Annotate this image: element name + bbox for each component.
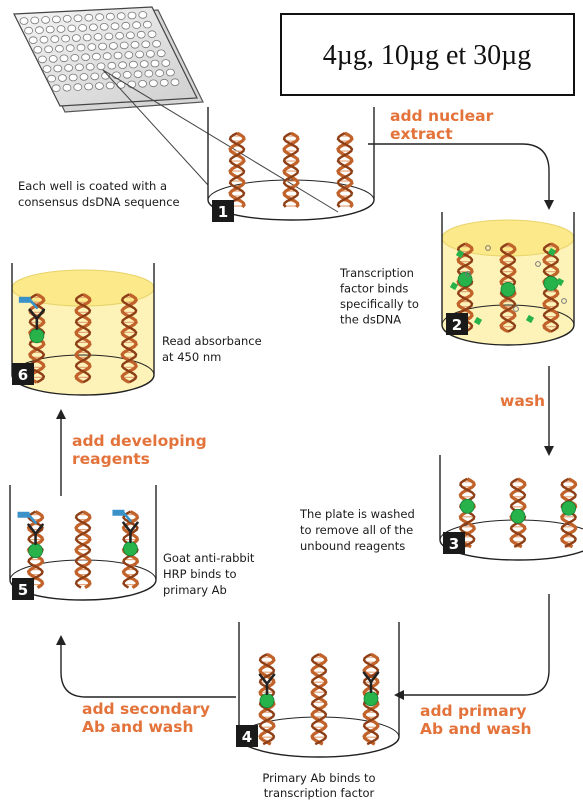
arrow-1-to-2: [368, 143, 554, 210]
step-caption: unbound reagents: [300, 539, 405, 553]
step-caption: transcription factor: [264, 786, 375, 800]
transcription-factor-icon: [28, 543, 43, 559]
well-6: 6: [11, 263, 155, 396]
dna-helix-icon: [310, 652, 328, 746]
step-caption: specifically to: [340, 297, 419, 311]
step-number: 2: [452, 316, 462, 334]
step-caption: HRP binds to: [163, 567, 237, 581]
step-caption: consensus dsDNA sequence: [18, 195, 180, 209]
step-caption: Read absorbance: [162, 334, 262, 348]
step-caption: the dsDNA: [340, 313, 401, 327]
transcription-factor-icon: [363, 691, 379, 707]
doses-text: 4µg, 10µg et 30µg: [323, 40, 532, 71]
arrow-4-to-5: [56, 635, 236, 698]
primary-antibody-icon: [122, 521, 139, 544]
dna-helix-icon: [282, 131, 300, 209]
primary-antibody-icon: [27, 523, 44, 546]
step-number: 1: [218, 203, 228, 221]
step-caption: Primary Ab binds to: [262, 771, 375, 785]
step-caption: Goat anti-rabbit: [163, 551, 255, 565]
well-5: 5: [9, 485, 157, 601]
secondary-antibody-icon: [18, 296, 39, 310]
transcription-factor-icon: [543, 276, 559, 291]
step-caption: to remove all of the: [300, 523, 413, 537]
dna-helix-icon: [120, 292, 138, 384]
dna-helix-icon: [336, 131, 354, 209]
action-label: add nuclear: [390, 107, 494, 125]
action-label: add secondary: [82, 700, 210, 718]
microplate-icon: [13, 6, 204, 113]
primary-antibody-icon: [258, 673, 276, 696]
action-label: add primary: [420, 702, 526, 720]
step-caption: primary Ab: [163, 583, 227, 597]
step-number: 5: [18, 581, 28, 599]
well-2: 2: [441, 212, 575, 346]
action-label: Ab and wash: [82, 718, 194, 736]
action-label: reagents: [72, 450, 150, 468]
action-label: add developing: [72, 432, 207, 450]
step-number: 4: [242, 728, 252, 746]
dna-helix-icon: [228, 131, 246, 209]
step-number: 6: [18, 366, 28, 384]
action-label: wash: [500, 392, 545, 410]
well-4: 4: [236, 622, 400, 758]
transcription-factor-icon: [259, 693, 275, 709]
secondary-antibody-icon: [112, 509, 132, 523]
step-number: 3: [449, 535, 459, 553]
step-caption: Each well is coated with a: [18, 179, 167, 193]
secondary-antibody-icon: [17, 511, 37, 525]
transcription-factor-icon: [123, 541, 138, 557]
action-label: extract: [390, 125, 453, 143]
dna-helix-icon: [74, 292, 92, 384]
dna-helix-icon: [74, 510, 92, 589]
step-caption: The plate is washed: [299, 507, 415, 521]
doses-box: 4µg, 10µg et 30µg: [280, 13, 575, 96]
transcription-factor-icon: [510, 508, 526, 524]
transcription-factor-icon: [459, 498, 475, 514]
transcription-factor-icon: [561, 500, 577, 516]
transcription-factor-icon: [500, 282, 516, 297]
step-caption: Transcription: [339, 266, 414, 280]
well-1: 1: [207, 107, 375, 222]
action-label: Ab and wash: [420, 720, 532, 738]
primary-antibody-icon: [362, 671, 380, 694]
step-caption: factor binds: [340, 282, 408, 296]
step-caption: at 450 nm: [162, 350, 221, 364]
well-3: 3: [439, 455, 583, 561]
primary-antibody-icon: [28, 308, 46, 331]
arrow-3-to-4: [394, 594, 550, 700]
transcription-factor-icon: [29, 328, 45, 344]
flow-arrows: [56, 143, 554, 700]
plate-zoom-lines: [102, 69, 339, 213]
